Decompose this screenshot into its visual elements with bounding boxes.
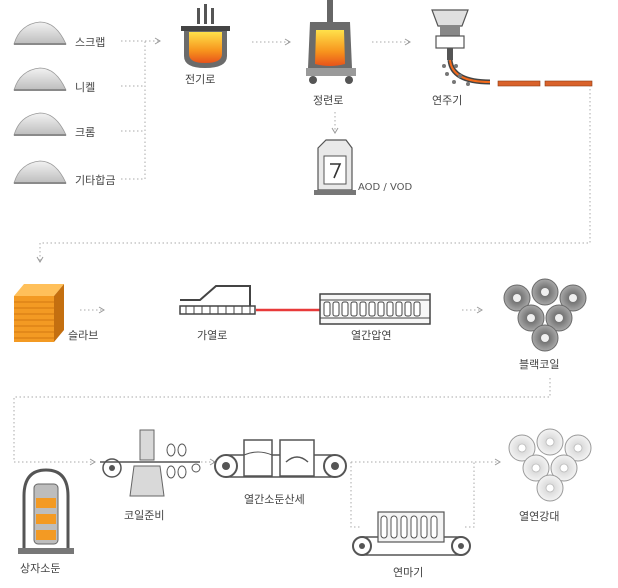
nickel-pile-icon <box>13 67 67 91</box>
refining-label: 정련로 <box>313 94 343 107</box>
refining-furnace-icon <box>306 0 356 84</box>
coil-prep-label: 코일준비 <box>124 508 164 522</box>
hot-rolled-coil-stack-icon <box>508 428 592 502</box>
hot-rolled-coil-label: 열연강대 <box>519 510 559 523</box>
cast-strip-segments <box>497 80 593 87</box>
eaf-furnace-icon <box>181 4 230 68</box>
hot-rolling-label: 열간압연 <box>351 329 391 342</box>
chrome-pile-icon <box>13 112 67 136</box>
slab-label: 슬라브 <box>68 329 98 342</box>
chrome-label: 크롬 <box>75 126 95 139</box>
reheat-furnace-label: 가열로 <box>197 329 227 342</box>
aod-vod-label: AOD / VOD <box>358 182 412 193</box>
bell-anneal-label: 상자소둔 <box>20 562 60 575</box>
aod-vod-vessel-icon <box>314 139 356 195</box>
hot-apl-line-icon <box>214 439 347 478</box>
grinder-machine-icon <box>352 511 471 556</box>
alloy-pile-icon <box>13 160 67 184</box>
caster-label: 연주기 <box>432 94 462 107</box>
black-coil-label: 블랙코일 <box>519 357 559 371</box>
other-alloy-label: 기타합금 <box>75 174 115 187</box>
flow-lines <box>13 37 591 528</box>
black-coil-stack-icon <box>503 278 587 352</box>
grinder-label: 연마기 <box>393 566 423 579</box>
reheat-furnace-icon <box>179 285 256 315</box>
caster-icon <box>431 9 491 86</box>
coil-prep-machine-icon <box>100 429 201 497</box>
hot-rolling-mill-icon <box>319 293 431 325</box>
hot-apl-label: 열간소둔산세 <box>244 493 305 506</box>
scrap-label: 스크랩 <box>75 36 105 49</box>
slab-stack-icon <box>14 284 64 342</box>
bell-anneal-furnace-icon <box>18 468 74 554</box>
nickel-label: 니켈 <box>75 81 95 94</box>
scrap-pile-icon <box>13 21 67 45</box>
eaf-label: 전기로 <box>185 73 215 86</box>
